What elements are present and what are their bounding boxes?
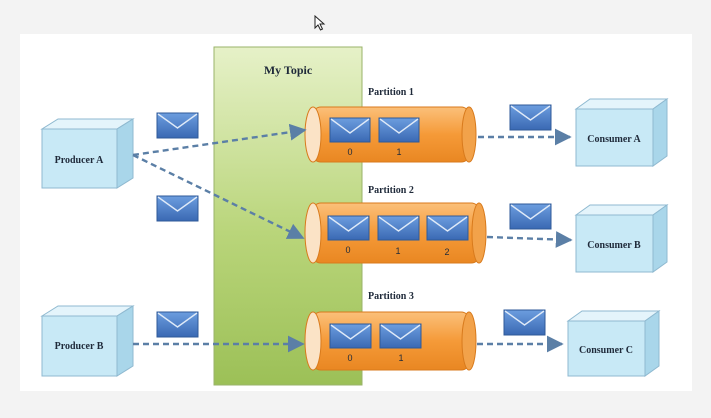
flow-arrow-producer-a-to-partition-2 <box>132 153 305 240</box>
partition-3-offset-0: 0 <box>347 353 352 363</box>
topic-title: My Topic <box>264 63 313 77</box>
envelope-icon <box>379 323 422 349</box>
envelope-icon <box>156 311 199 338</box>
consumer-a-box: Consumer A <box>574 98 669 167</box>
consumer-b-box: Consumer B <box>574 204 669 273</box>
envelope-icon <box>503 309 546 336</box>
consumer-a-label: Consumer A <box>587 134 641 145</box>
flow-arrow-partition-2-to-consumer-b <box>486 231 573 248</box>
envelope-icon <box>509 203 552 230</box>
partition-1-offset-0: 0 <box>347 147 352 157</box>
consumer-c-box: Consumer C <box>566 310 661 377</box>
flow-arrow-producer-a-to-partition-1 <box>132 123 307 157</box>
consumer-b-label: Consumer B <box>587 240 641 251</box>
envelope-icon <box>156 112 199 139</box>
envelope-icon <box>329 117 371 143</box>
partition-2-offset-2: 2 <box>444 247 449 257</box>
partition-2-offset-1: 1 <box>395 246 400 256</box>
producer-a-box: Producer A <box>40 118 135 189</box>
envelope-icon <box>378 117 420 143</box>
partition-3-offset-1: 1 <box>398 353 403 363</box>
consumer-c-label: Consumer C <box>579 345 633 356</box>
partition-1-offset-1: 1 <box>396 147 401 157</box>
envelope-icon <box>327 215 370 241</box>
partition-1-label: Partition 1 <box>368 87 414 98</box>
producer-b-box: Producer B <box>40 305 135 377</box>
envelope-icon <box>329 323 372 349</box>
envelope-icon <box>509 104 552 131</box>
producer-a-label: Producer A <box>55 155 105 166</box>
envelope-icon <box>156 195 199 222</box>
cursor-icon <box>314 15 326 31</box>
envelope-icon <box>426 215 469 241</box>
partition-3-label: Partition 3 <box>368 291 414 302</box>
partition-2-label: Partition 2 <box>368 185 414 196</box>
partition-2-offset-0: 0 <box>345 245 350 255</box>
producer-b-label: Producer B <box>55 341 104 352</box>
envelope-icon <box>377 215 420 241</box>
